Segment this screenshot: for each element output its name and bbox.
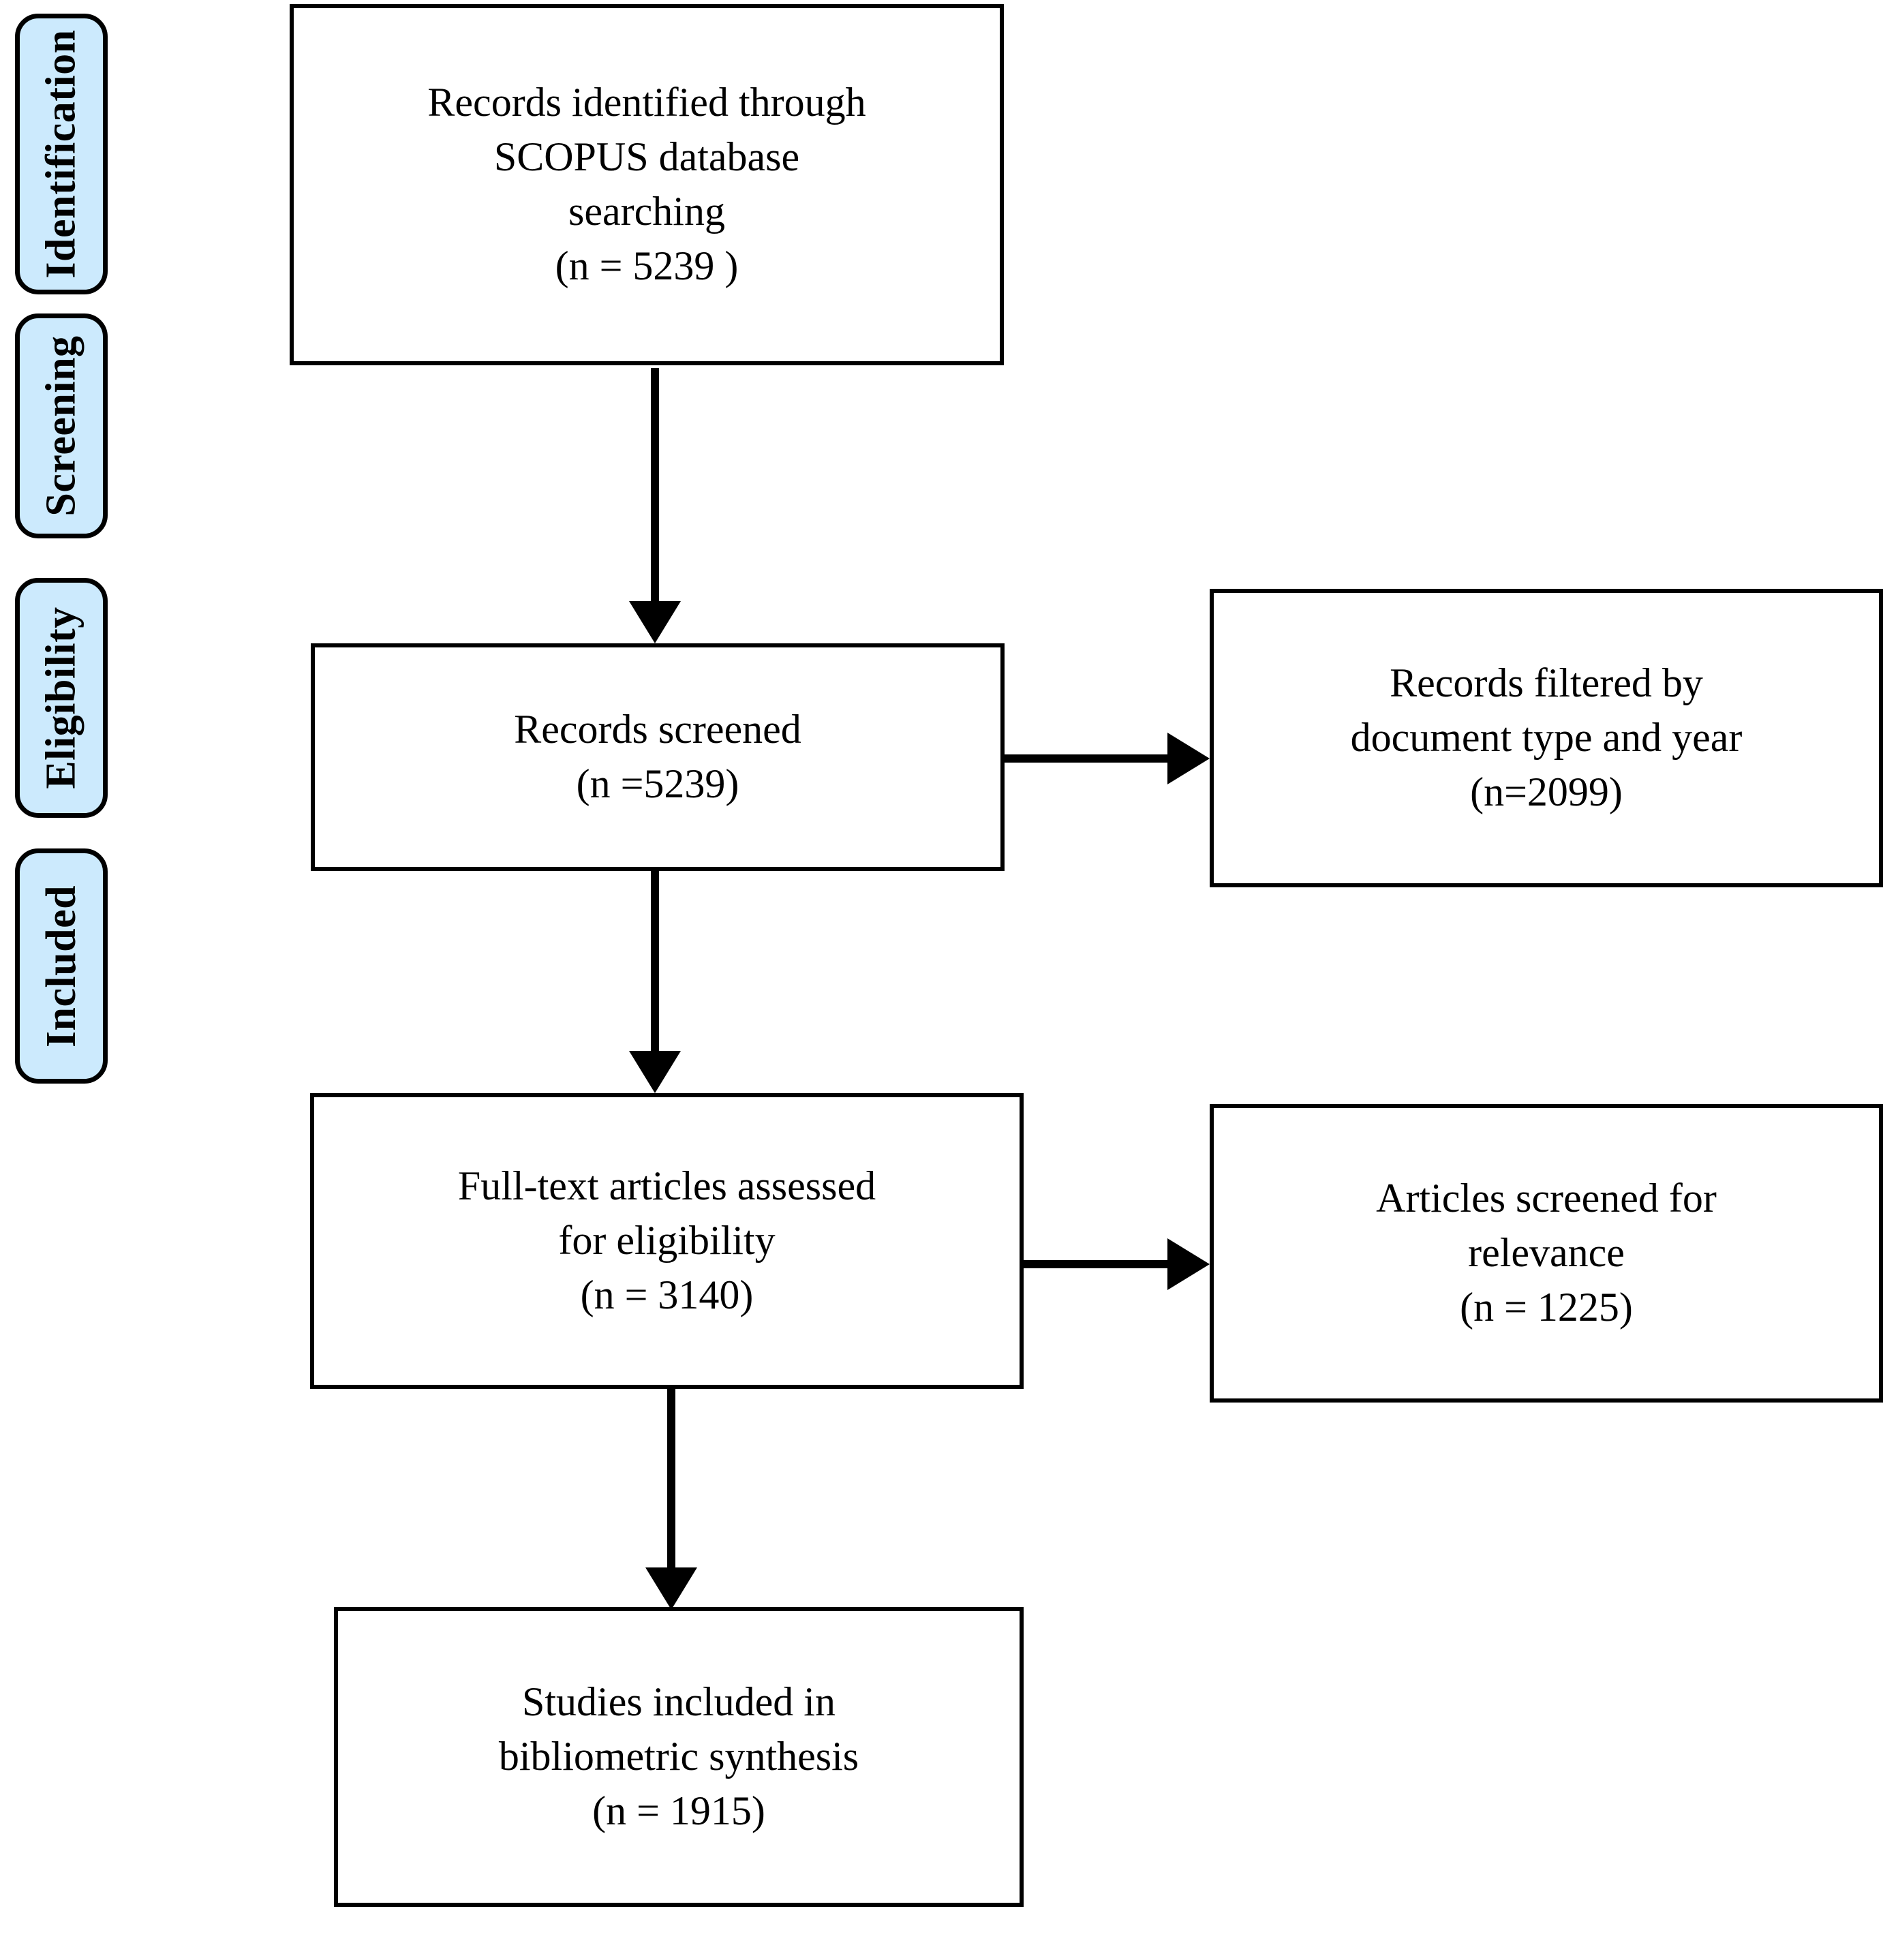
stage-pill-eligibility: Eligibility: [15, 578, 108, 818]
arrow-shaft: [1022, 1260, 1167, 1268]
arrow-head: [645, 1567, 697, 1610]
stage-label-eligibility: Eligibility: [38, 607, 85, 789]
arrow-shaft: [667, 1389, 675, 1567]
stage-pill-identification: Identification: [15, 14, 108, 294]
box-records-identified-text: Records identified through SCOPUS databa…: [427, 80, 866, 288]
box-studies-included: Studies included in bibliometric synthes…: [334, 1607, 1024, 1907]
box-articles-relevance-text: Articles screened for relevance (n = 122…: [1376, 1176, 1717, 1330]
arrow-head: [1167, 733, 1210, 784]
box-articles-relevance: Articles screened for relevance (n = 122…: [1210, 1104, 1883, 1403]
arrow-shaft: [651, 871, 659, 1051]
arrow-head: [629, 601, 681, 643]
box-records-screened: Records screened (n =5239): [311, 643, 1005, 871]
stage-pill-included: Included: [15, 848, 108, 1084]
arrow-head: [1167, 1238, 1210, 1290]
box-fulltext-articles: Full-text articles assessed for eligibil…: [310, 1093, 1024, 1389]
box-records-screened-text: Records screened (n =5239): [514, 707, 801, 806]
arrow-head: [629, 1051, 681, 1093]
stage-label-identification: Identification: [38, 29, 85, 279]
box-records-filtered-text: Records filtered by document type and ye…: [1350, 660, 1743, 814]
stage-label-included: Included: [38, 885, 85, 1047]
arrow-shaft: [651, 368, 659, 601]
box-studies-included-text: Studies included in bibliometric synthes…: [498, 1679, 859, 1833]
arrow-shaft: [1002, 754, 1167, 763]
stage-label-screening: Screening: [38, 335, 85, 517]
box-fulltext-articles-text: Full-text articles assessed for eligibil…: [457, 1163, 876, 1317]
box-records-filtered: Records filtered by document type and ye…: [1210, 589, 1883, 887]
box-records-identified: Records identified through SCOPUS databa…: [290, 4, 1004, 365]
stage-pill-screening: Screening: [15, 313, 108, 538]
